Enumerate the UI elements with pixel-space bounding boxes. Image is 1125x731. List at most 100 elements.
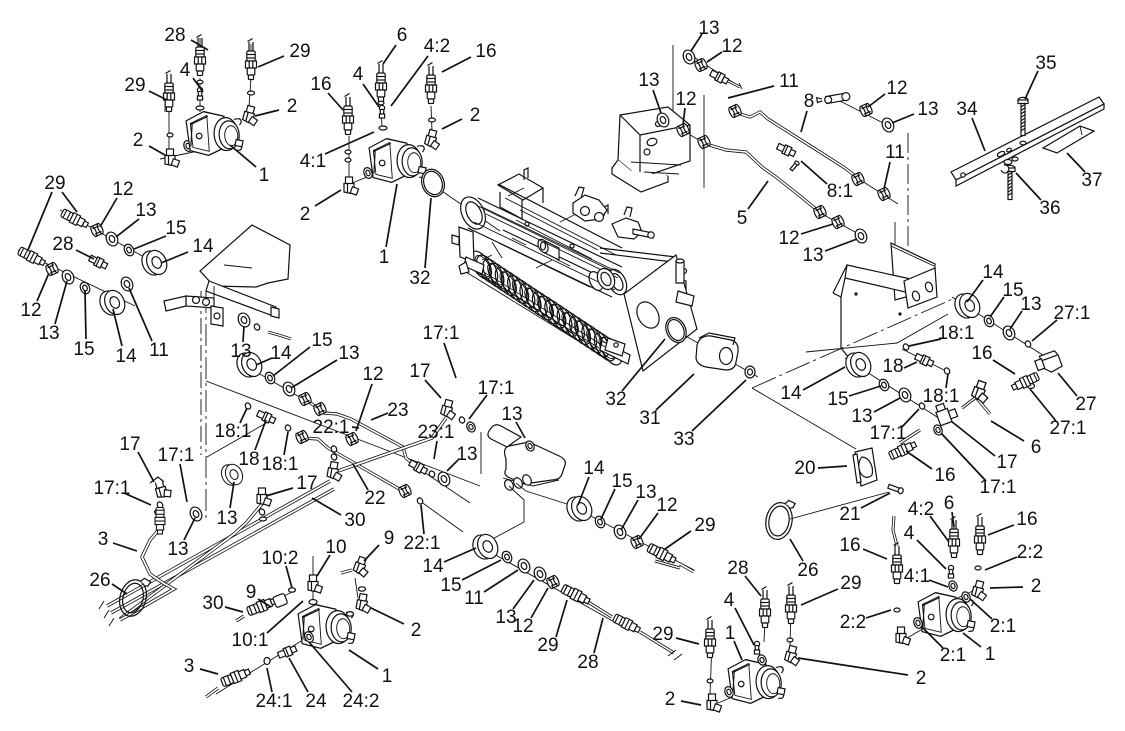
svg-text:15: 15 [165,218,186,239]
svg-text:4:1: 4:1 [300,151,326,172]
svg-text:15: 15 [1002,280,1023,301]
svg-text:12: 12 [778,228,799,249]
svg-text:12: 12 [656,495,677,516]
svg-text:2:1: 2:1 [990,616,1016,637]
svg-text:2:2: 2:2 [840,612,866,633]
svg-text:29: 29 [44,173,65,194]
svg-text:13: 13 [802,245,823,266]
svg-text:13: 13 [135,200,156,221]
svg-text:17: 17 [296,473,317,494]
svg-text:13: 13 [501,404,522,425]
svg-text:27:1: 27:1 [1054,303,1091,324]
svg-text:15: 15 [827,389,848,410]
svg-text:28: 28 [52,234,73,255]
svg-text:12: 12 [362,364,383,385]
svg-text:11: 11 [149,340,169,361]
svg-text:29: 29 [124,75,145,96]
svg-text:16: 16 [839,535,860,556]
svg-text:26: 26 [89,570,110,591]
svg-text:17: 17 [409,361,430,382]
svg-text:10:1: 10:1 [232,630,269,651]
svg-text:34: 34 [956,99,978,120]
svg-text:18: 18 [238,449,259,470]
svg-text:2: 2 [470,105,481,126]
svg-text:4: 4 [180,60,191,81]
svg-text:13: 13 [638,70,659,91]
svg-text:17:1: 17:1 [94,478,131,499]
svg-text:13: 13 [338,343,359,364]
svg-text:24:2: 24:2 [343,691,380,712]
svg-text:11: 11 [885,142,905,163]
svg-text:16: 16 [1016,509,1037,530]
svg-text:22:1: 22:1 [404,533,441,554]
svg-text:28: 28 [727,558,748,579]
svg-text:14: 14 [583,458,605,479]
svg-text:1: 1 [985,644,996,665]
svg-text:2: 2 [411,620,422,641]
svg-text:29: 29 [652,624,673,645]
svg-text:13: 13 [851,406,872,427]
svg-text:4:2: 4:2 [424,36,450,57]
svg-text:29: 29 [694,515,715,536]
svg-text:13: 13 [456,444,477,465]
svg-text:36: 36 [1039,198,1060,219]
svg-text:27:1: 27:1 [1050,418,1087,439]
svg-text:30: 30 [344,510,365,531]
svg-text:12: 12 [886,78,907,99]
svg-text:13: 13 [635,482,656,503]
svg-text:29: 29 [289,41,310,62]
svg-text:18: 18 [882,356,903,377]
svg-text:17: 17 [996,452,1017,473]
svg-text:13: 13 [230,341,251,362]
svg-text:2: 2 [916,668,927,689]
svg-text:14: 14 [192,236,214,257]
svg-text:4:2: 4:2 [908,499,934,520]
svg-text:13: 13 [917,99,938,120]
svg-text:35: 35 [1035,53,1056,74]
svg-text:2:2: 2:2 [1017,542,1043,563]
svg-text:28: 28 [164,25,185,46]
svg-text:12: 12 [112,179,133,200]
svg-text:13: 13 [698,18,719,39]
svg-text:29: 29 [840,573,861,594]
svg-text:32: 32 [409,268,430,289]
svg-text:2: 2 [133,130,144,151]
svg-text:15: 15 [73,339,94,360]
svg-text:13: 13 [167,539,188,560]
svg-text:26: 26 [797,560,818,581]
svg-text:17:1: 17:1 [423,323,460,344]
svg-text:28: 28 [577,652,598,673]
svg-text:11: 11 [464,588,484,609]
svg-text:18:1: 18:1 [215,421,252,442]
svg-text:1: 1 [725,623,736,644]
svg-text:13: 13 [216,508,237,529]
svg-text:2: 2 [1031,576,1042,597]
svg-text:11: 11 [779,71,799,92]
svg-text:12: 12 [20,300,41,321]
svg-text:8: 8 [804,91,815,112]
svg-text:4: 4 [724,590,735,611]
svg-text:22:1: 22:1 [313,417,350,438]
svg-text:17:1: 17:1 [478,378,515,399]
svg-text:3: 3 [98,529,109,550]
svg-text:17:1: 17:1 [870,423,907,444]
svg-text:12: 12 [721,36,742,57]
svg-text:30: 30 [202,593,223,614]
svg-text:24:1: 24:1 [256,691,293,712]
svg-text:4: 4 [904,523,915,544]
svg-text:22: 22 [364,488,385,509]
svg-text:2: 2 [300,204,311,225]
svg-text:14: 14 [422,556,444,577]
svg-text:31: 31 [639,408,660,429]
svg-text:14: 14 [270,343,292,364]
svg-text:9: 9 [246,582,257,603]
svg-text:37: 37 [1081,170,1102,191]
svg-text:14: 14 [115,346,137,367]
svg-text:13: 13 [495,607,516,628]
svg-text:10:2: 10:2 [262,548,299,569]
svg-text:14: 14 [982,262,1004,283]
svg-text:16: 16 [971,343,992,364]
svg-text:14: 14 [780,383,802,404]
svg-text:8:1: 8:1 [827,181,853,202]
svg-text:33: 33 [673,429,694,450]
